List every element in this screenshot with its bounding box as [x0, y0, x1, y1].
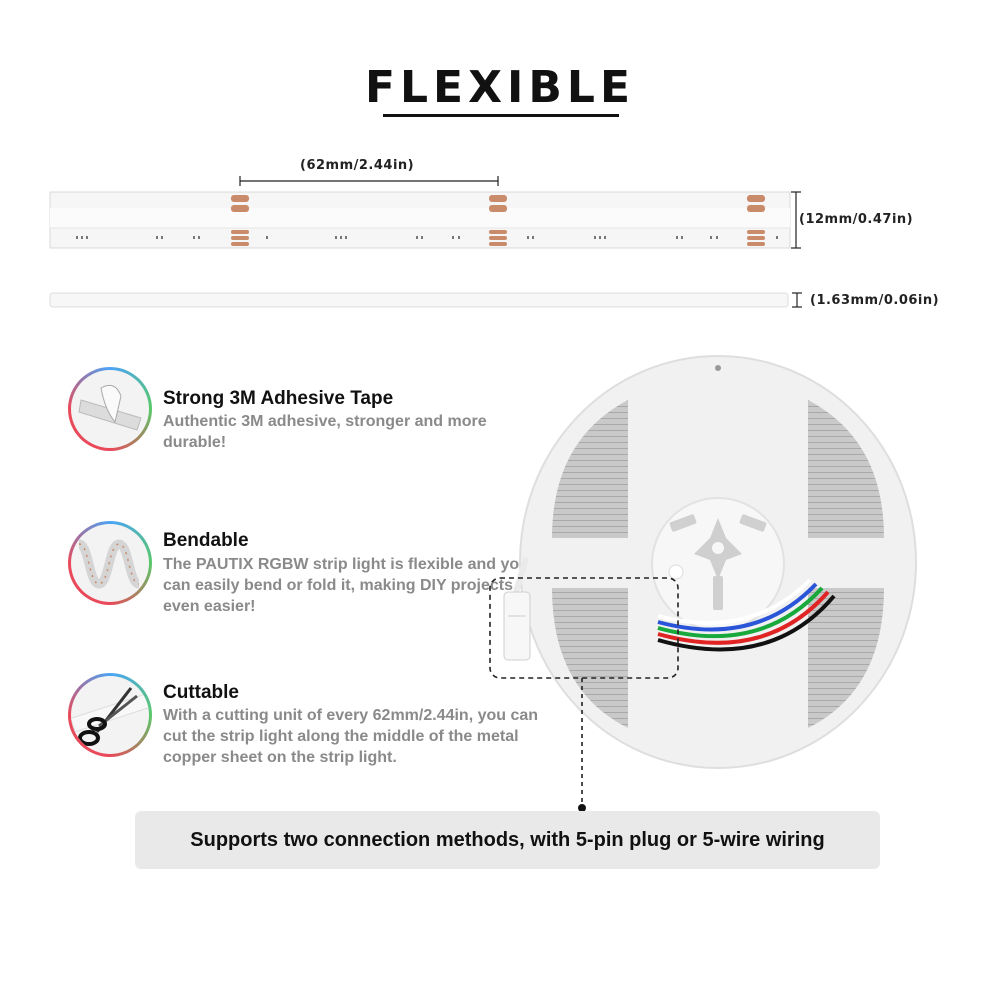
feature-title: Cuttable [163, 682, 239, 703]
feature-description: The PAUTIX RGBW strip light is flexible … [163, 556, 529, 615]
connection-highlight-box [489, 577, 679, 679]
strip-thickness-label: (1.63mm/0.06in) [810, 293, 940, 308]
cut-length-label: (62mm/2.44in) [300, 158, 415, 173]
connection-methods-banner: Supports two connection methods, with 5-… [135, 811, 880, 869]
five-pin-plug [503, 591, 531, 661]
width-dimension-line [791, 191, 801, 249]
thickness-dimension-line [792, 292, 802, 308]
strip-components [76, 236, 778, 239]
pointer-dot [578, 804, 586, 812]
strip-diagram [49, 176, 802, 308]
led-strip-side-view [49, 292, 789, 308]
strip-width-label: (12mm/0.47in) [799, 212, 914, 227]
feature-description: With a cutting unit of every 62mm/2.44in… [163, 707, 539, 766]
title-underline [383, 114, 619, 117]
bendable-strip-icon [68, 521, 152, 605]
five-color-wires [657, 578, 836, 652]
coil-window [552, 400, 628, 538]
copper-pads [231, 195, 765, 246]
feature-title: Bendable [163, 530, 249, 551]
led-strip-reel-illustration [489, 355, 917, 812]
length-dimension-line [239, 176, 499, 186]
led-strip-top-view [49, 191, 791, 249]
adhesive-tape-icon [68, 367, 152, 451]
coil-window [808, 588, 884, 728]
coil-window [552, 588, 628, 728]
feature-title: Strong 3M Adhesive Tape [163, 388, 394, 409]
feature-description: Authentic 3M adhesive, stronger and more… [163, 413, 487, 451]
scissors-icon [68, 673, 152, 757]
coil-window [808, 400, 884, 538]
page-title: FLEXIBLE [364, 62, 636, 113]
